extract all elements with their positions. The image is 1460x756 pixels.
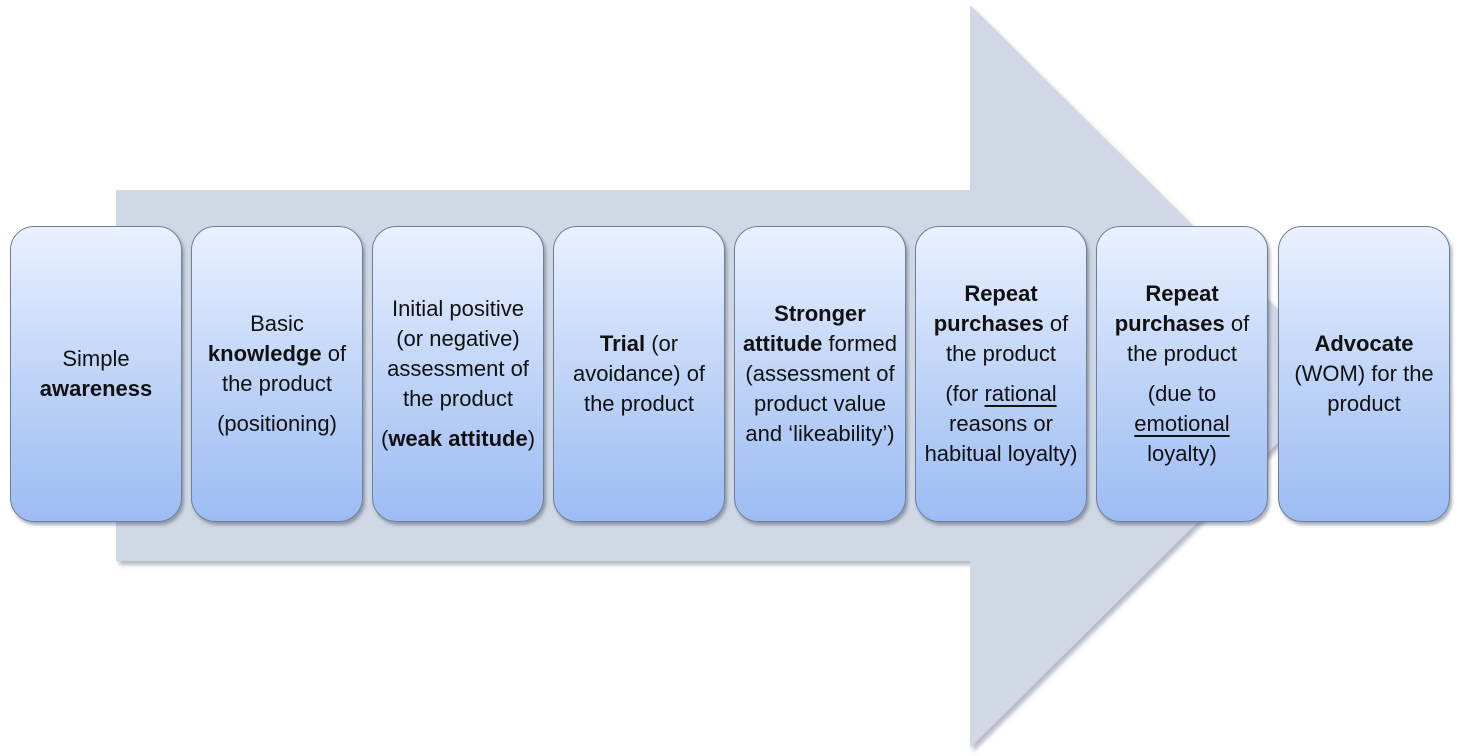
stage-box-simple-awareness: Simple awareness <box>10 226 182 522</box>
stage-7-note: (due to emotional loyalty) <box>1134 381 1230 466</box>
stage-box-repeat-purchases-emotional: Repeat purchases of the product (due to … <box>1096 226 1268 522</box>
stage-6-note: (for rational reasons or habitual loyalt… <box>924 381 1078 466</box>
stage-2-note: (positioning) <box>217 411 337 436</box>
arrow-shape <box>116 5 1345 748</box>
stage-box-basic-knowledge: Basic knowledge of the product (position… <box>191 226 363 522</box>
stage-2-text: Basic knowledge of the product <box>207 311 347 396</box>
stage-1-text: Simple awareness <box>39 346 153 401</box>
stage-box-stronger-attitude: Stronger attitude formed (assessment of … <box>734 226 906 522</box>
stage-6-text: Repeat purchases of the product <box>933 281 1069 366</box>
stage-box-repeat-purchases-rational: Repeat purchases of the product (for rat… <box>915 226 1087 522</box>
stage-box-initial-assessment: Initial positive (or negative) assessmen… <box>372 226 544 522</box>
stage-4-text: Trial (or avoidance) of the product <box>572 331 706 416</box>
stage-3-text: Initial positive (or negative) assessmen… <box>387 296 529 411</box>
stage-box-advocate: Advocate (WOM) for the product <box>1278 226 1450 522</box>
stage-5-text: Stronger attitude formed (assessment of … <box>742 301 898 446</box>
stage-8-text: Advocate (WOM) for the product <box>1294 331 1434 416</box>
stage-7-text: Repeat purchases of the product <box>1114 281 1250 366</box>
stage-3-note: (weak attitude) <box>380 426 536 451</box>
stage-box-trial: Trial (or avoidance) of the product <box>553 226 725 522</box>
